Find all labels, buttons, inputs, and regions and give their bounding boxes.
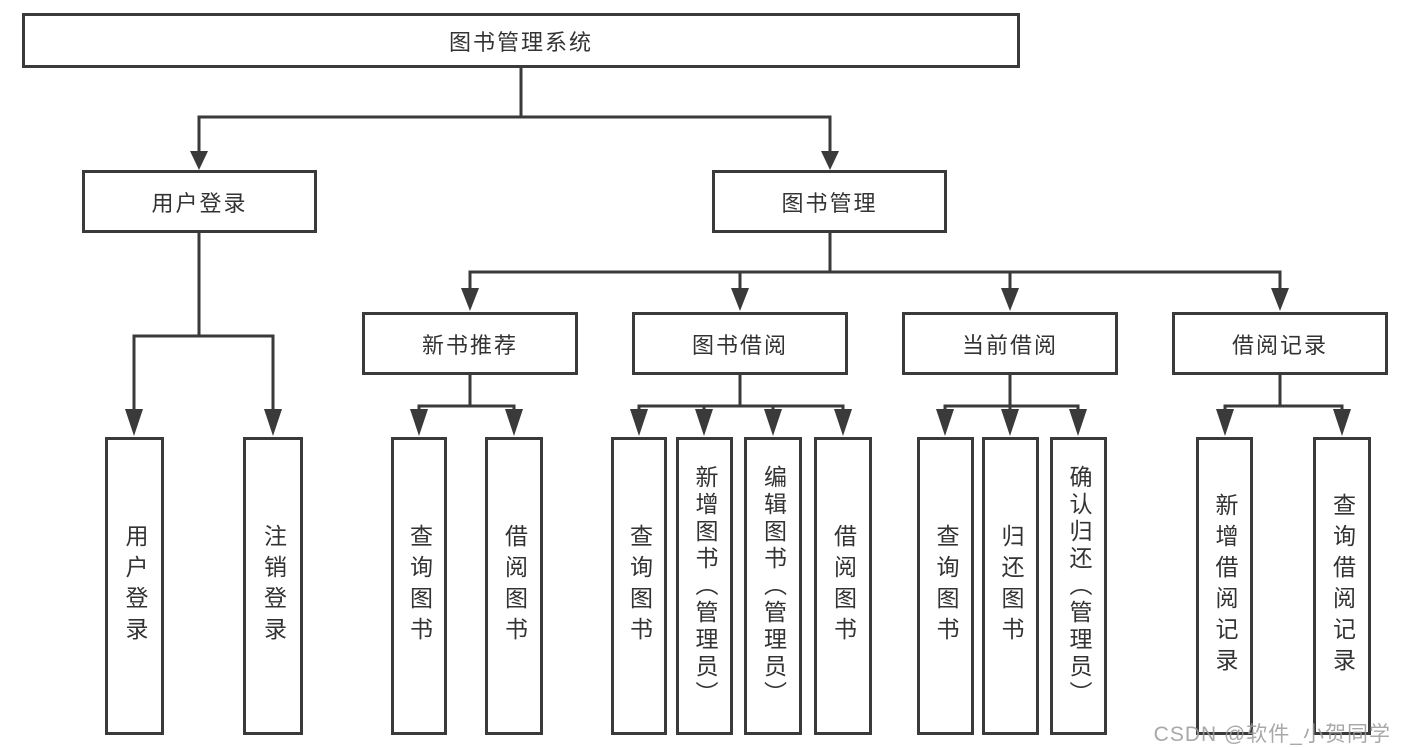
node-label: 注销登录 <box>260 524 287 648</box>
node-label: 用户登录 <box>151 190 248 216</box>
node-label: 查询图书 <box>406 524 433 648</box>
node-label: 新书推荐 <box>421 332 518 358</box>
node-label: 查询借阅记录 <box>1329 493 1356 679</box>
node-label: 归还图书 <box>998 524 1024 648</box>
leaf-return-books: 归还图书 <box>982 437 1039 735</box>
node-book-management: 图书管理 <box>712 170 947 233</box>
leaf-confirm-return-admin: 确认归还（管理员） <box>1050 437 1107 735</box>
csdn-watermark: CSDN @软件_小贺同学 <box>1153 723 1391 746</box>
leaf-edit-books-admin: 编辑图书（管理员） <box>744 437 802 735</box>
leaf-query-books-newbook: 查询图书 <box>391 437 447 735</box>
leaf-user-login: 用户登录 <box>105 437 164 735</box>
node-label: 图书管理系统 <box>448 29 593 55</box>
node-label: 查询图书 <box>933 524 959 648</box>
node-label: 借阅记录 <box>1231 332 1328 358</box>
node-label: 查询图书 <box>626 524 653 648</box>
node-label: 当前借阅 <box>961 332 1058 358</box>
leaf-query-books-borrowing: 查询图书 <box>611 437 667 735</box>
leaf-query-books-current: 查询图书 <box>917 437 974 735</box>
leaf-logout: 注销登录 <box>243 437 303 735</box>
node-user-login: 用户登录 <box>82 170 317 233</box>
node-label: 用户登录 <box>122 524 148 648</box>
node-label: 借阅图书 <box>830 524 857 648</box>
leaf-query-borrow-record: 查询借阅记录 <box>1313 437 1371 735</box>
node-label: 图书借阅 <box>691 332 788 358</box>
node-library-management-system: 图书管理系统 <box>22 13 1020 68</box>
leaf-add-borrow-record: 新增借阅记录 <box>1196 437 1253 735</box>
node-new-book-recommendation: 新书推荐 <box>362 312 578 375</box>
node-label: 编辑图书（管理员） <box>760 464 787 708</box>
leaf-borrow-books-newbook: 借阅图书 <box>485 437 543 735</box>
leaf-borrow-books-borrowing: 借阅图书 <box>814 437 872 735</box>
leaf-add-books-admin: 新增图书（管理员） <box>676 437 733 735</box>
node-label: 确认归还（管理员） <box>1066 464 1092 708</box>
node-label: 新增图书（管理员） <box>692 464 718 708</box>
node-label: 图书管理 <box>781 190 878 216</box>
node-label: 借阅图书 <box>501 524 528 648</box>
node-book-borrowing: 图书借阅 <box>632 312 848 375</box>
node-borrowing-records: 借阅记录 <box>1172 312 1388 375</box>
node-label: 新增借阅记录 <box>1212 493 1238 679</box>
arrowheads <box>125 151 1351 436</box>
node-current-borrowing: 当前借阅 <box>902 312 1118 375</box>
